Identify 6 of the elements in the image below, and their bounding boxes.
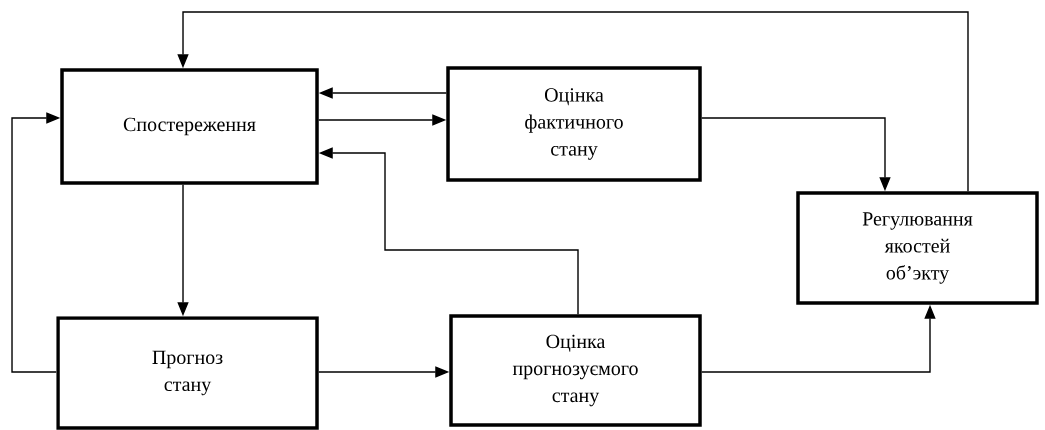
process-box: Оцінка прогнозуємого стану [449, 314, 702, 427]
process-box: Регулювання якостей об’экту [796, 191, 1039, 305]
process-box: Оцінка фактичного стану [446, 66, 702, 182]
process-box: Спостереження [60, 68, 319, 185]
process-box: Прогноз стану [56, 316, 319, 430]
arrow [177, 11, 969, 192]
